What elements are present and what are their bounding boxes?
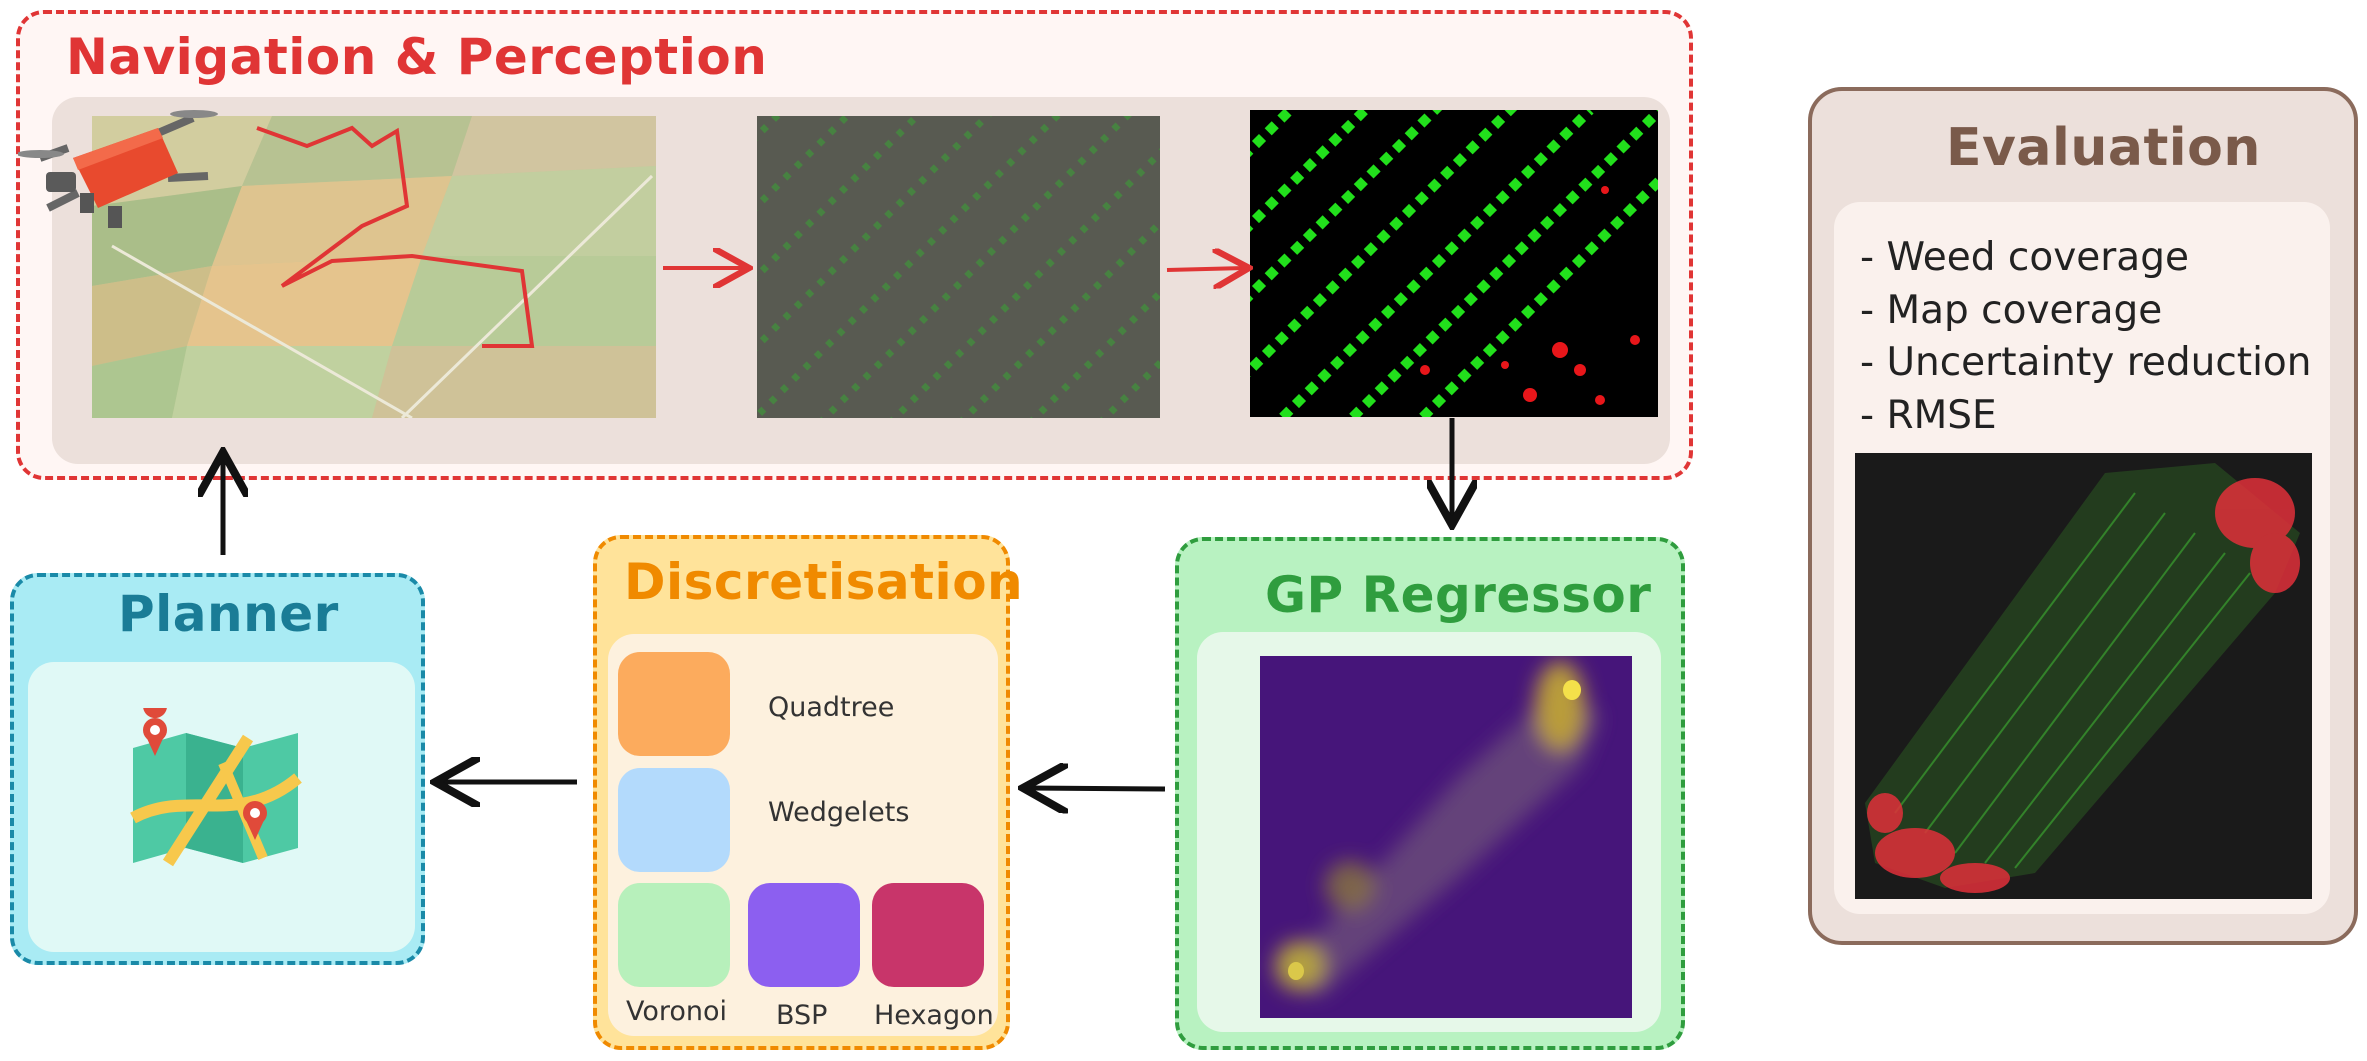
metric-rmse: - RMSE xyxy=(1860,393,1997,438)
map-icon xyxy=(130,708,302,867)
evaluation-map-image xyxy=(1855,453,2312,899)
discretisation-title: Discretisation xyxy=(624,553,1024,611)
navigation-title: Navigation & Perception xyxy=(66,28,768,86)
hexagon-swatch xyxy=(872,883,984,987)
wedgelets-label: Wedgelets xyxy=(768,797,910,828)
gp-heatmap-image xyxy=(1260,656,1632,1018)
arrow-gp-to-disc xyxy=(1028,788,1166,789)
metric-weed-coverage: - Weed coverage xyxy=(1860,235,2189,280)
drone-icon xyxy=(18,110,218,228)
hexagon-label: Hexagon xyxy=(874,1000,994,1031)
gp-regressor-title: GP Regressor xyxy=(1265,566,1652,624)
planner-title: Planner xyxy=(118,585,339,643)
metric-uncertainty-reduction: - Uncertainty reduction xyxy=(1860,340,2312,385)
voronoi-swatch xyxy=(618,883,730,987)
segmentation-mask-image xyxy=(1250,110,1658,417)
bsp-swatch xyxy=(748,883,860,987)
crop-rows-image xyxy=(757,116,1160,418)
quadtree-label: Quadtree xyxy=(768,692,895,723)
evaluation-title: Evaluation xyxy=(1946,118,2261,178)
metric-map-coverage: - Map coverage xyxy=(1860,288,2163,333)
aerial-field-image xyxy=(92,116,656,418)
voronoi-label: Voronoi xyxy=(626,996,728,1027)
wedgelets-swatch xyxy=(618,768,730,872)
quadtree-swatch xyxy=(618,652,730,756)
bsp-label: BSP xyxy=(776,1000,828,1031)
